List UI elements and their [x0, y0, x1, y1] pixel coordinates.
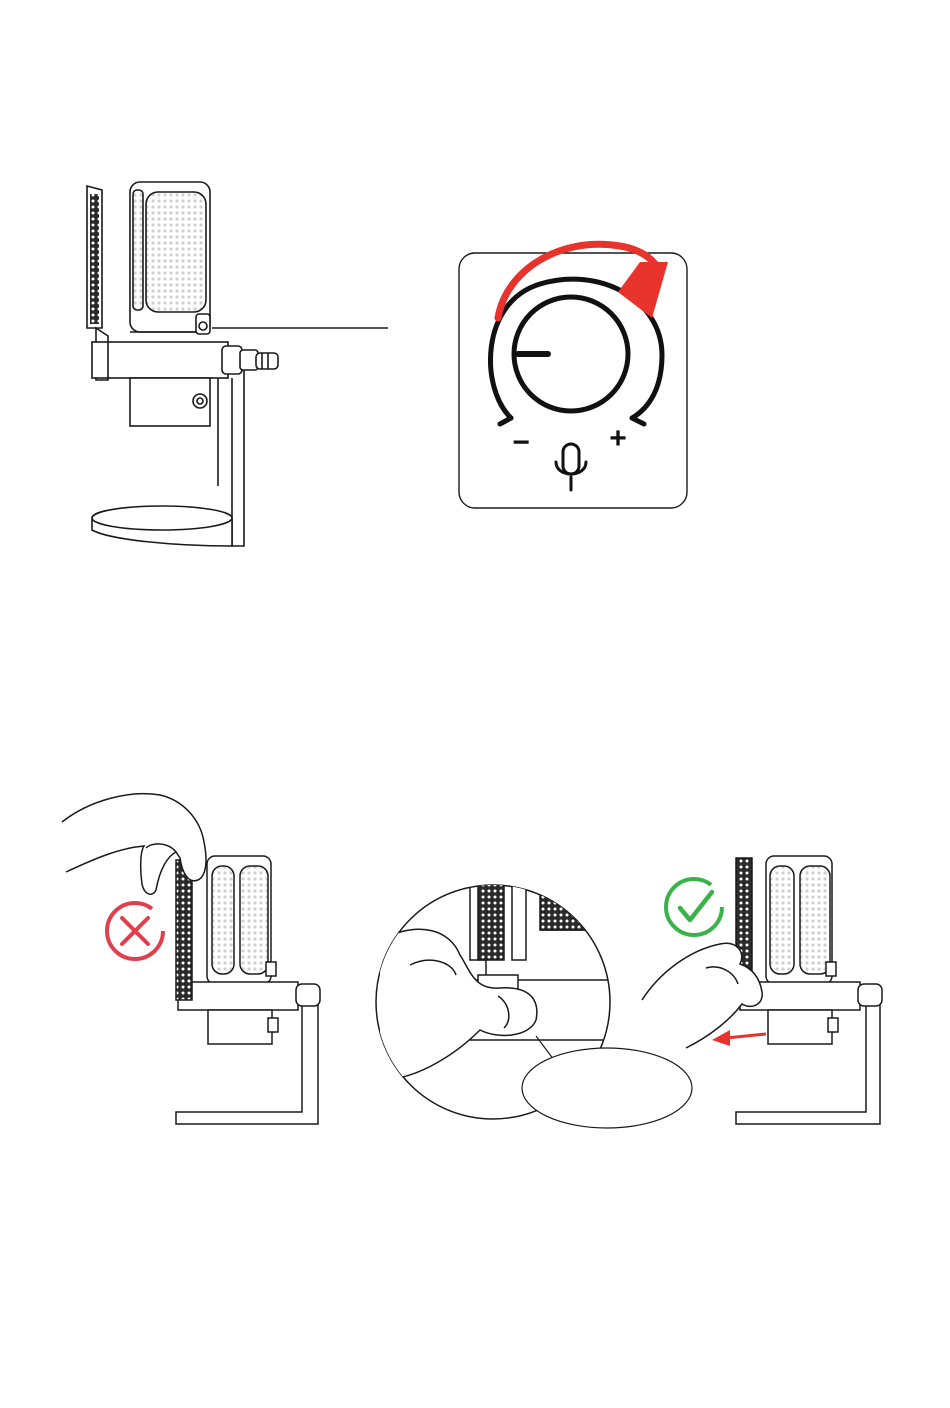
minus-sign: −	[512, 426, 530, 459]
plus-sign: +	[609, 422, 627, 455]
pull-arrow	[712, 1030, 766, 1046]
cross-icon	[107, 903, 163, 959]
check-icon	[666, 879, 722, 935]
microphone-stand-illustration	[87, 182, 388, 546]
gain-knob-detail-panel: − +	[459, 244, 687, 508]
wrong-removal-illustration	[62, 794, 320, 1124]
callout-bubble	[522, 1048, 692, 1128]
zoom-detail-illustration	[376, 860, 692, 1128]
